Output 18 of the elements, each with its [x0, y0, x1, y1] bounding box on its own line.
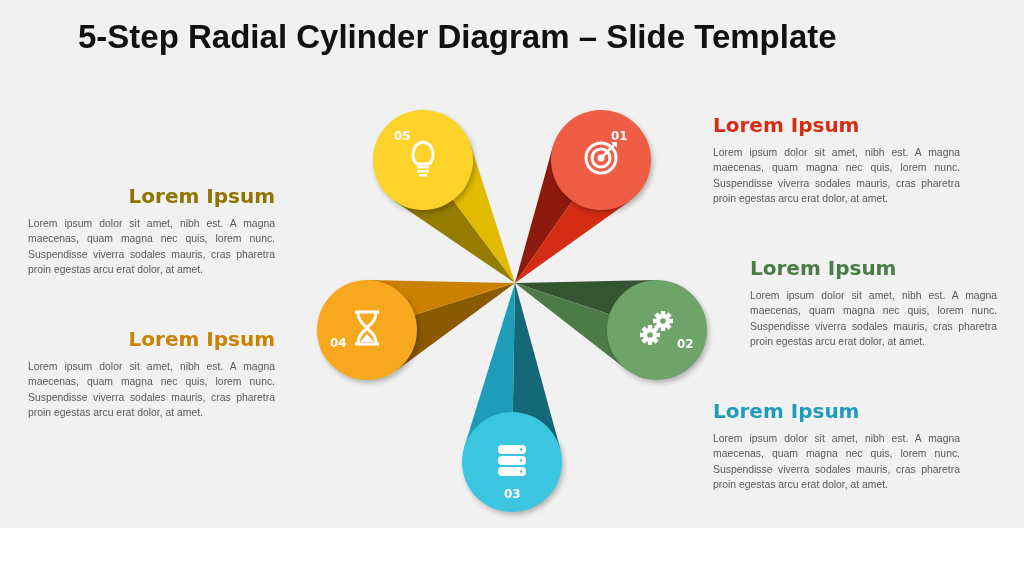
step-description: Lorem ipsum dolor sit amet, nibh est. A magna maecenas, quam magna nec quis, lorem nunc. Suspendisse viverra sodales mauris, cras pharetra proin egestas arcu erat dolor, at amet. — [28, 217, 275, 278]
step-heading: Lorem Ipsum — [128, 327, 275, 351]
step-heading: Lorem Ipsum — [713, 399, 860, 423]
step-description: Lorem ipsum dolor sit amet, nibh est. A magna maecenas, quam magna nec quis, lorem nunc. Suspendisse viverra sodales mauris, cras pharetra proin egestas arcu erat dolor, at amet. — [28, 360, 275, 421]
step-heading: Lorem Ipsum — [713, 113, 860, 137]
step-number: 04 — [330, 336, 347, 350]
step-description: Lorem ipsum dolor sit amet, nibh est. A magna maecenas, quam magna nec quis, lorem nunc. Suspendisse viverra sodales mauris, cras pharetra proin egestas arcu erat dolor, at amet. — [713, 146, 960, 207]
step-heading: Lorem Ipsum — [128, 184, 275, 208]
step-number: 03 — [504, 487, 521, 501]
step-number: 01 — [611, 129, 628, 143]
slide-title: 5-Step Radial Cylinder Diagram – Slide Template — [78, 18, 837, 56]
step-number: 02 — [677, 337, 694, 351]
step-description: Lorem ipsum dolor sit amet, nibh est. A magna maecenas, quam magna nec quis, lorem nunc. Suspendisse viverra sodales mauris, cras pharetra proin egestas arcu erat dolor, at amet. — [750, 289, 997, 350]
step-circle — [317, 280, 417, 380]
step-circle — [607, 280, 707, 380]
step-number: 05 — [394, 129, 411, 143]
step-heading: Lorem Ipsum — [750, 256, 897, 280]
step-description: Lorem ipsum dolor sit amet, nibh est. A magna maecenas, quam magna nec quis, lorem nunc. Suspendisse viverra sodales mauris, cras pharetra proin egestas arcu erat dolor, at amet. — [713, 432, 960, 493]
